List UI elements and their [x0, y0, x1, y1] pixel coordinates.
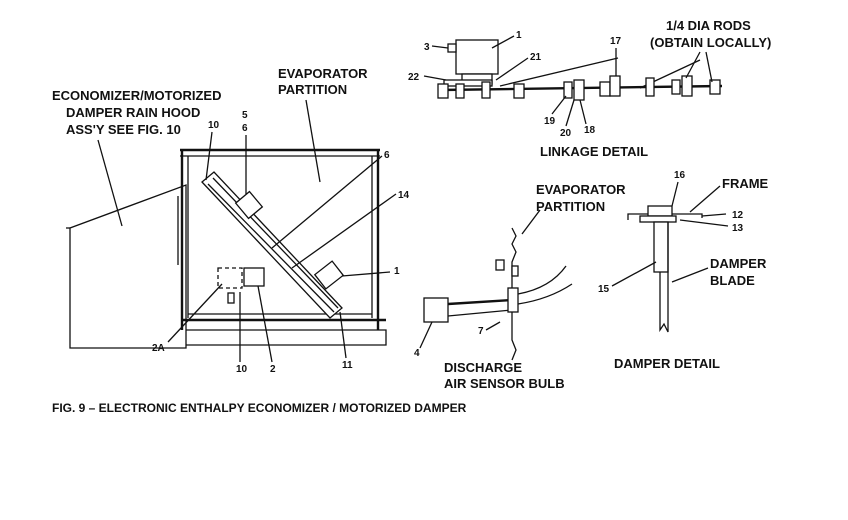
blade-label-line2: BLADE — [710, 273, 755, 288]
callout-11: 11 — [342, 360, 353, 371]
sensor-bulb — [423, 297, 449, 323]
callout-6a: 6 — [242, 123, 248, 134]
actuator-motor — [313, 260, 345, 290]
main-economizer-view: ECONOMIZER/MOTORIZED DAMPER RAIN HOOD AS… — [52, 66, 410, 375]
callout-10-bottom: 10 — [236, 364, 248, 375]
partition-label-line1: EVAPORATOR — [278, 66, 368, 81]
sensor-partition-line2: PARTITION — [536, 199, 605, 214]
linkage-callout-18: 18 — [584, 125, 596, 136]
damper-blade-detail — [659, 222, 669, 333]
linkage-detail: 1/4 DIA RODS (OBTAIN LOCALLY) 3 1 21 22 … — [408, 18, 771, 159]
frame-label: FRAME — [722, 176, 769, 191]
enthalpy-sensor-outline — [217, 267, 243, 289]
sensor-partition-line1: EVAPORATOR — [536, 182, 626, 197]
damper-fastener — [647, 205, 673, 217]
partition-label-line2: PARTITION — [278, 82, 347, 97]
damper-callout-16: 16 — [674, 170, 686, 181]
sensor-callout-4: 4 — [414, 348, 420, 359]
damper-detail-title: DAMPER DETAIL — [614, 356, 720, 371]
figure-caption: FIG. 9 – ELECTRONIC ENTHALPY ECONOMIZER … — [52, 401, 467, 415]
hood-leader — [97, 139, 123, 227]
callout-5: 5 — [242, 110, 248, 121]
callout-2a: 2A — [152, 343, 165, 354]
damper-callout-13: 13 — [732, 223, 744, 234]
hood-label-line1: ECONOMIZER/MOTORIZED — [52, 88, 221, 103]
callout-10-top: 10 — [208, 120, 220, 131]
hood-label-line3: ASS'Y SEE FIG. 10 — [66, 122, 181, 137]
linkage-motor — [455, 39, 499, 75]
rods-label-line2: (OBTAIN LOCALLY) — [650, 35, 771, 50]
linkage-crank-17 — [609, 75, 621, 97]
callout-6b: 6 — [384, 150, 390, 161]
linkage-callout-17: 17 — [610, 36, 622, 47]
linkage-callout-3: 3 — [424, 42, 430, 53]
sensor-callout-7: 7 — [478, 326, 484, 337]
damper-blade — [201, 171, 343, 319]
rods-label-line1: 1/4 DIA RODS — [666, 18, 751, 33]
damper-callout-15: 15 — [598, 284, 610, 295]
callout-14: 14 — [398, 190, 410, 201]
linkage-detail-title: LINKAGE DETAIL — [540, 144, 648, 159]
linkage-callout-21: 21 — [530, 52, 542, 63]
enthalpy-controller — [234, 190, 264, 220]
rain-hood — [66, 184, 187, 349]
linkage-callout-19: 19 — [544, 116, 556, 127]
sensor-detail: EVAPORATOR PARTITION 4 7 DISCHARGE AIR S… — [414, 182, 626, 391]
callout-2: 2 — [270, 364, 276, 375]
blade-label-line1: DAMPER — [710, 256, 767, 271]
unit-frame — [180, 148, 387, 346]
enthalpy-sensor — [243, 267, 265, 287]
callout-1: 1 — [394, 266, 400, 277]
linkage-callout-20: 20 — [560, 128, 572, 139]
damper-blade-seal — [653, 221, 669, 273]
sensor-partition-wall — [511, 227, 517, 361]
damper-callout-12: 12 — [732, 210, 744, 221]
linkage-callout-22: 22 — [408, 72, 420, 83]
sensor-title-line1: DISCHARGE — [444, 360, 522, 375]
linkage-callout-1: 1 — [516, 30, 522, 41]
partition-leader — [305, 99, 321, 183]
sensor-clip — [227, 292, 235, 304]
sensor-title-line2: AIR SENSOR BULB — [444, 376, 565, 391]
hood-label-line2: DAMPER RAIN HOOD — [66, 105, 200, 120]
damper-detail: FRAME 16 12 13 DAMPER BLADE 15 DAMPER DE… — [598, 170, 769, 371]
